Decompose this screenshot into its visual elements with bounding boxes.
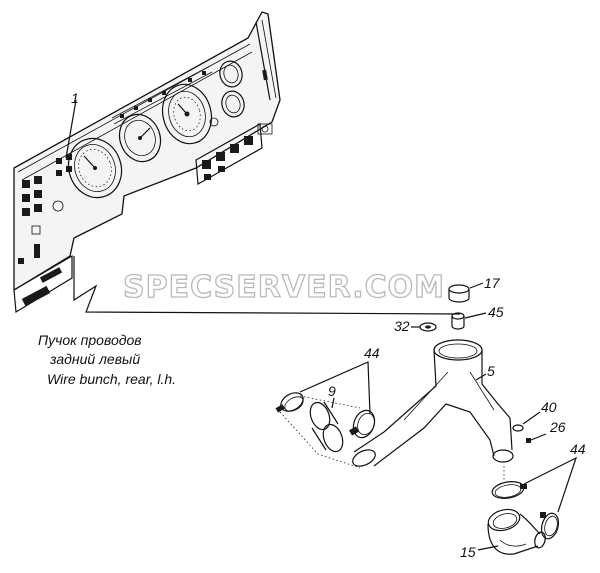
- lower-left-panel: [13, 254, 73, 314]
- callout-44-upper: 44: [364, 345, 380, 361]
- speedometer-gauge: [67, 137, 123, 199]
- callout-9: 9: [328, 383, 336, 399]
- part-32-washer: [419, 322, 437, 332]
- callout-15: 15: [460, 544, 476, 560]
- tachometer-gauge: [118, 113, 162, 163]
- watermark: SPECSERVER.COM: [123, 270, 445, 305]
- wire-bunch: [73, 256, 461, 315]
- part-5-duct-body: [352, 339, 514, 467]
- part-44-clamps-lower: [491, 481, 560, 540]
- part-15-elbow: [487, 508, 546, 555]
- part-44-clamps-upper: [275, 392, 376, 439]
- part-9-sleeve: [309, 401, 344, 453]
- leader-44-lower: [523, 456, 578, 513]
- callout-40: 40: [541, 399, 557, 415]
- lower-switch-block: [195, 123, 273, 185]
- small-gauges: [209, 60, 245, 127]
- warning-lamp-strip: [111, 65, 213, 125]
- callout-1: 1: [71, 90, 79, 106]
- instrument-panel: [13, 11, 281, 314]
- callout-32: 32: [394, 318, 410, 334]
- caption-en-line: Wire bunch, rear, l.h.: [47, 371, 176, 387]
- callout-5: 5: [487, 363, 495, 379]
- leader-44-upper: [299, 361, 371, 415]
- callout-45: 45: [488, 304, 504, 320]
- leader-1: [65, 99, 77, 159]
- part-40-nut: [512, 424, 524, 432]
- left-switch-block: [18, 176, 64, 264]
- caption-ru-line2: задний левый: [49, 351, 140, 367]
- callout-26: 26: [549, 419, 566, 435]
- part-26-bolt: [526, 433, 547, 443]
- callout-44-lower: 44: [570, 441, 586, 457]
- caption-ru-line1: Пучок проводов: [38, 332, 142, 348]
- part-17-cap: [448, 284, 470, 303]
- central-gauge: [161, 83, 213, 145]
- part-45-bushing: [451, 312, 465, 330]
- callout-17: 17: [484, 275, 501, 291]
